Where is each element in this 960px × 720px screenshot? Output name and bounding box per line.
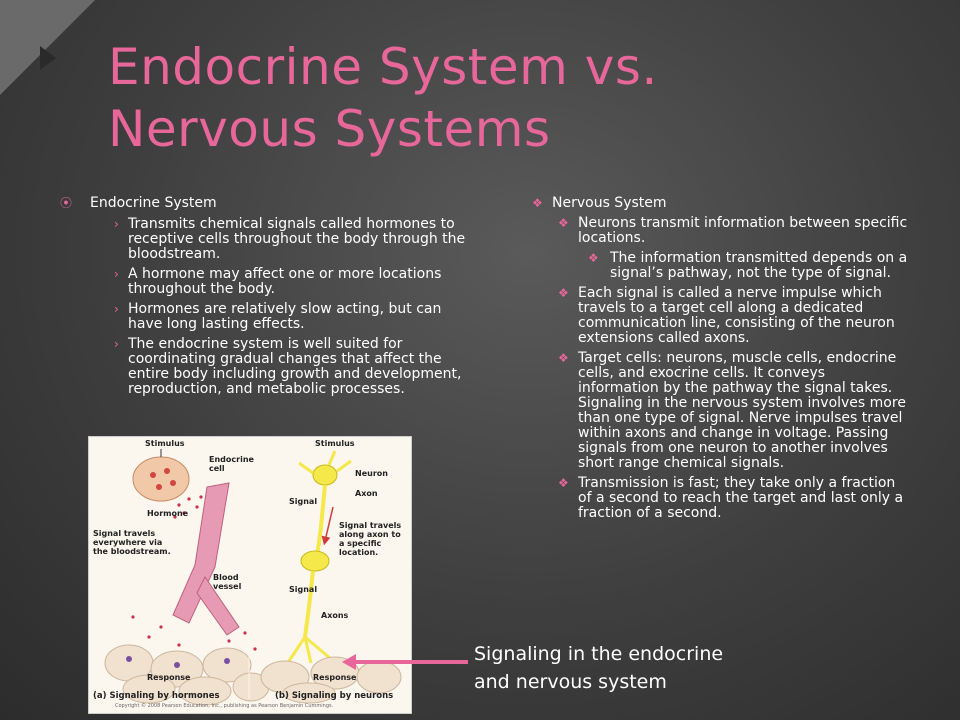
- diamond-bullet-icon: ❖: [588, 251, 599, 265]
- signal-label-1: Signal: [289, 497, 318, 506]
- signaling-illustration: [104, 437, 402, 706]
- figure-caption: Signaling in the endocrine and nervous s…: [474, 643, 724, 693]
- slide-title: Endocrine System vs. Nervous Systems: [108, 36, 928, 160]
- diamond-bullet-icon: ❖: [532, 196, 543, 210]
- list-item: › A hormone may affect one or more locat…: [114, 266, 442, 297]
- caption-neurons: (b) Signaling by neurons: [275, 691, 394, 701]
- list-item: ❖ Target cells: neurons, muscle cells, e…: [558, 350, 906, 471]
- response-a-label: Response: [147, 673, 191, 682]
- list-item: ❖ Each signal is called a nerve impulse …: [558, 285, 895, 346]
- response-b-label: Response: [313, 673, 357, 682]
- nervous-column: ❖ Nervous System ❖ Neurons transmit info…: [530, 196, 910, 526]
- neuron-label: Neuron: [355, 469, 388, 478]
- signal-axon-label: Signal travels along axon to a specific …: [339, 521, 402, 557]
- chevron-bullet-icon: ›: [114, 302, 119, 316]
- nervous-heading: ❖ Nervous System: [532, 195, 667, 211]
- stimulus-label: Stimulus: [145, 439, 185, 448]
- stimulus-b-label: Stimulus: [315, 439, 355, 448]
- axons-label: Axons: [321, 611, 349, 620]
- signal-bloodstream-label: Signal travels everywhere via the bloods…: [93, 529, 171, 556]
- diamond-bullet-icon: ❖: [558, 351, 569, 365]
- title-marker-icon: [40, 46, 56, 70]
- diamond-bullet-icon: ❖: [558, 476, 569, 490]
- chevron-bullet-icon: ›: [114, 267, 119, 281]
- title-line-2: Nervous Systems: [108, 100, 551, 158]
- chevron-bullet-icon: ›: [114, 337, 119, 351]
- copyright-notice: Copyright © 2008 Pearson Education, Inc.…: [115, 703, 334, 709]
- list-item: › Hormones are relatively slow acting, b…: [114, 301, 442, 332]
- circle-bullet-icon: ⦿: [60, 196, 73, 210]
- caption-hormones: (a) Signaling by hormones: [93, 691, 220, 701]
- endocrine-cell-label: Endocrine cell: [209, 455, 254, 473]
- list-item: ❖ Neurons transmit information between s…: [558, 215, 908, 246]
- list-item: › The endocrine system is well suited fo…: [114, 336, 462, 397]
- list-item: ❖ The information transmitted depends on…: [588, 250, 908, 281]
- signaling-figure: Stimulus Endocrine cell Hormone Signal t…: [88, 436, 412, 714]
- axon-label: Axon: [355, 489, 378, 498]
- diamond-bullet-icon: ❖: [558, 216, 569, 230]
- list-item: ❖ Transmission is fast; they take only a…: [558, 475, 904, 521]
- signal-label-2: Signal: [289, 585, 318, 594]
- endocrine-heading: ⦿ Endocrine System: [60, 195, 217, 211]
- pointer-arrow-icon: [342, 654, 468, 670]
- title-line-1: Endocrine System vs.: [108, 38, 658, 96]
- endocrine-column: ⦿ Endocrine System › Transmits chemical …: [58, 196, 468, 402]
- hormone-label: Hormone: [147, 509, 189, 518]
- chevron-bullet-icon: ›: [114, 217, 119, 231]
- list-item: › Transmits chemical signals called horm…: [114, 216, 466, 262]
- blood-vessel-label: Blood vessel: [213, 573, 242, 591]
- diamond-bullet-icon: ❖: [558, 286, 569, 300]
